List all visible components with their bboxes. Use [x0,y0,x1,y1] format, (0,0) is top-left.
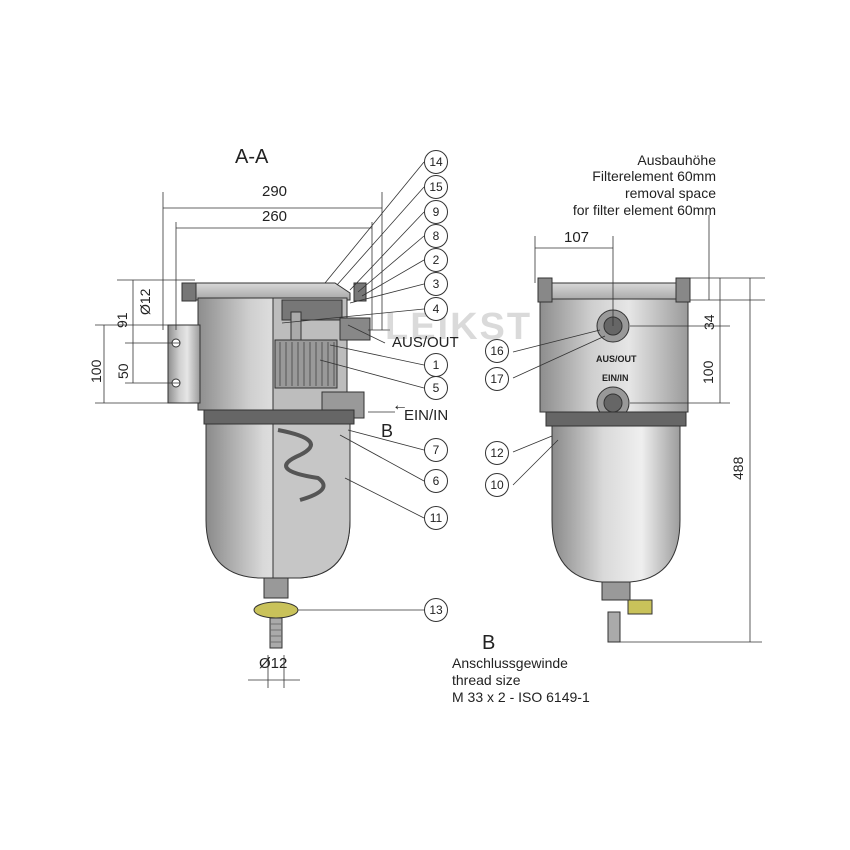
callout-2: 2 [424,248,448,272]
thread-note-line-2: thread size [452,672,521,688]
callout-4: 4 [424,297,448,321]
dimension-50: 50 [115,363,131,379]
removal-note-line-2: Filterelement 60mm [592,168,716,184]
thread-note-line-1: Anschlussgewinde [452,655,568,671]
dimension-dia12-hose: Ø12 [259,655,288,672]
callout-11: 11 [424,506,448,530]
leader-lines-left [281,161,425,611]
dimension-lines-right [512,215,765,643]
callout-1: 1 [424,353,448,377]
thread-note-line-3: M 33 x 2 - ISO 6149-1 [452,689,590,705]
housing-label-out: AUS/OUT [596,354,637,364]
callout-13: 13 [424,598,448,622]
dimension-34: 34 [701,314,717,330]
arrow-in-icon: ← [392,397,408,414]
callout-6: 6 [424,469,448,493]
dimension-260: 260 [262,208,288,225]
callout-16: 16 [485,339,509,363]
callout-8: 8 [424,224,448,248]
dimension-100-left: 100 [88,359,104,383]
detail-title-b: B [482,632,496,654]
removal-note-line-1: Ausbauhöhe [637,152,716,168]
callout-7: 7 [424,438,448,462]
port-label-out: AUS/OUT [392,334,459,351]
callout-12: 12 [485,441,509,465]
section-title: A-A [235,146,269,168]
callout-14: 14 [424,150,448,174]
callout-3: 3 [424,272,448,296]
callout-9: 9 [424,200,448,224]
callout-17: 17 [485,367,509,391]
callout-10: 10 [485,473,509,497]
dimension-dia12-hex: Ø12 [137,288,153,315]
housing-label-in: EIN/IN [602,373,629,383]
dimension-488: 488 [730,456,746,480]
dimension-100-right: 100 [700,360,716,384]
side-view [537,277,691,643]
watermark: LEIKST [385,306,533,348]
dimension-91: 91 [114,312,130,328]
callout-15: 15 [424,175,448,199]
dimension-lines-left [95,192,386,688]
section-view [167,282,371,649]
dimension-107: 107 [564,229,590,246]
callout-5: 5 [424,376,448,400]
dimension-290: 290 [262,183,288,200]
removal-note-line-4: for filter element 60mm [572,202,716,218]
removal-note-line-3: removal space [624,185,716,201]
detail-marker-b: B [381,421,394,441]
port-label-in: EIN/IN [404,407,449,424]
